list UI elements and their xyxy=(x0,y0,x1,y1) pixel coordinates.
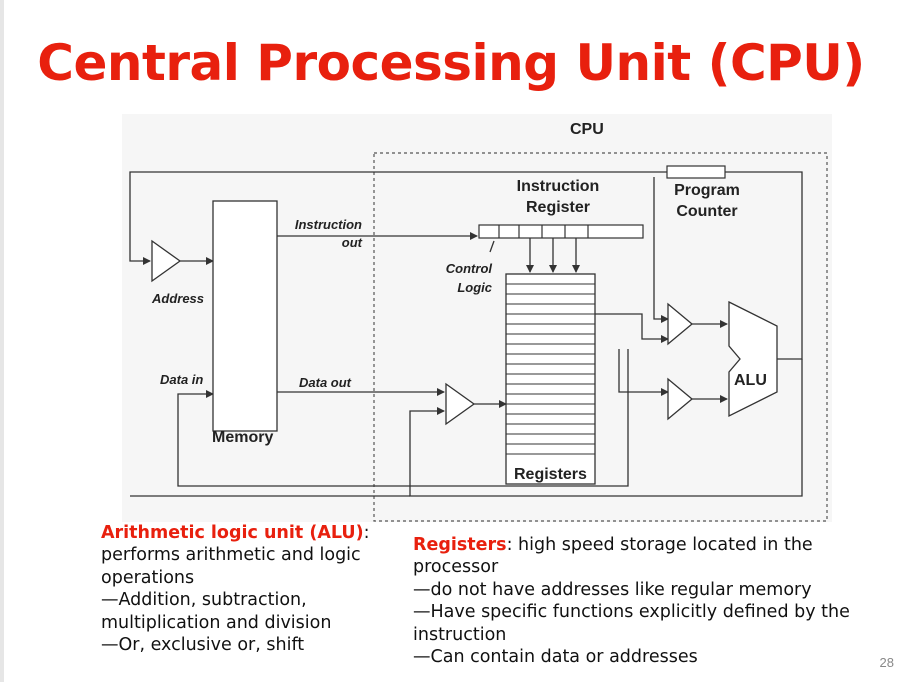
registers-bullet-2: —Have specific functions explicitly defi… xyxy=(413,602,850,645)
slide-title: Central Processing Unit (CPU) xyxy=(37,34,865,92)
instruction-register-label-line-1: Instruction xyxy=(516,178,600,195)
alu-term: Arithmetic logic unit (ALU) xyxy=(101,523,364,543)
instruction-register-label-line-2: Register xyxy=(525,199,591,216)
slide-left-edge xyxy=(0,0,4,682)
control-logic-label-line-1: Control xyxy=(445,261,492,276)
program-counter-label-line-2: Counter xyxy=(676,203,738,220)
data-out-label: Data out xyxy=(299,375,351,390)
control-logic-label: Control Logic xyxy=(440,259,492,297)
instruction-register-block xyxy=(478,224,644,239)
alu-label: ALU xyxy=(734,372,767,389)
data-in-label: Data in xyxy=(160,372,204,387)
instruction-out-label-line-2: out xyxy=(341,235,362,250)
register-input-gate xyxy=(445,382,476,426)
alu-input-gate-top xyxy=(667,302,694,346)
pc-to-mux-wire xyxy=(653,177,669,323)
page-number: 28 xyxy=(879,655,894,670)
alu-input-gate-bottom xyxy=(667,377,694,421)
registers-label: Registers xyxy=(514,466,587,483)
cpu-boundary xyxy=(373,152,828,522)
alu-description: Arithmetic logic unit (ALU): performs ar… xyxy=(101,522,373,656)
alu-to-pc-wire xyxy=(716,168,803,360)
alu-bullet-2: —Or, exclusive or, shift xyxy=(101,635,305,656)
alu-definition: : performs arithmetic and logic operatio… xyxy=(101,523,370,588)
program-counter-block xyxy=(666,165,726,179)
memory-block xyxy=(212,200,278,432)
alu-bullet-1: —Addition, subtraction, multiplication a… xyxy=(101,590,332,633)
registers-to-top-mux-wire xyxy=(595,313,669,343)
cpu-diagram-graphic xyxy=(122,114,832,522)
registers-to-data-in-wire xyxy=(177,349,629,487)
control-logic-label-line-2: Logic xyxy=(457,280,492,295)
registers-bullet-3: —Can contain data or addresses xyxy=(413,647,698,668)
registers-bullet-1: —do not have addresses like regular memo… xyxy=(413,579,812,600)
instruction-out-label: Instruction out xyxy=(284,216,362,252)
program-counter-label: Program Counter xyxy=(662,180,752,222)
alu-block xyxy=(728,300,778,418)
pc-to-address-wire xyxy=(129,171,667,265)
memory-label: Memory xyxy=(212,429,274,446)
cpu-label: CPU xyxy=(570,121,604,138)
registers-term: Registers xyxy=(413,535,507,555)
instruction-register-label: Instruction Register xyxy=(508,176,608,218)
registers-to-bottom-mux-wire xyxy=(618,349,669,396)
address-label: Address xyxy=(152,291,205,306)
registers-block xyxy=(505,273,596,485)
program-counter-label-line-1: Program xyxy=(674,182,740,199)
instruction-out-label-line-1: Instruction xyxy=(294,217,362,232)
registers-definition: : high speed storage located in the proc… xyxy=(413,535,813,578)
address-buffer-gate xyxy=(151,239,182,283)
cpu-diagram: CPU Instruction Register Program Counter… xyxy=(122,114,832,522)
control-logic-pointer xyxy=(489,240,495,253)
registers-description: Registers: high speed storage located in… xyxy=(413,534,883,668)
